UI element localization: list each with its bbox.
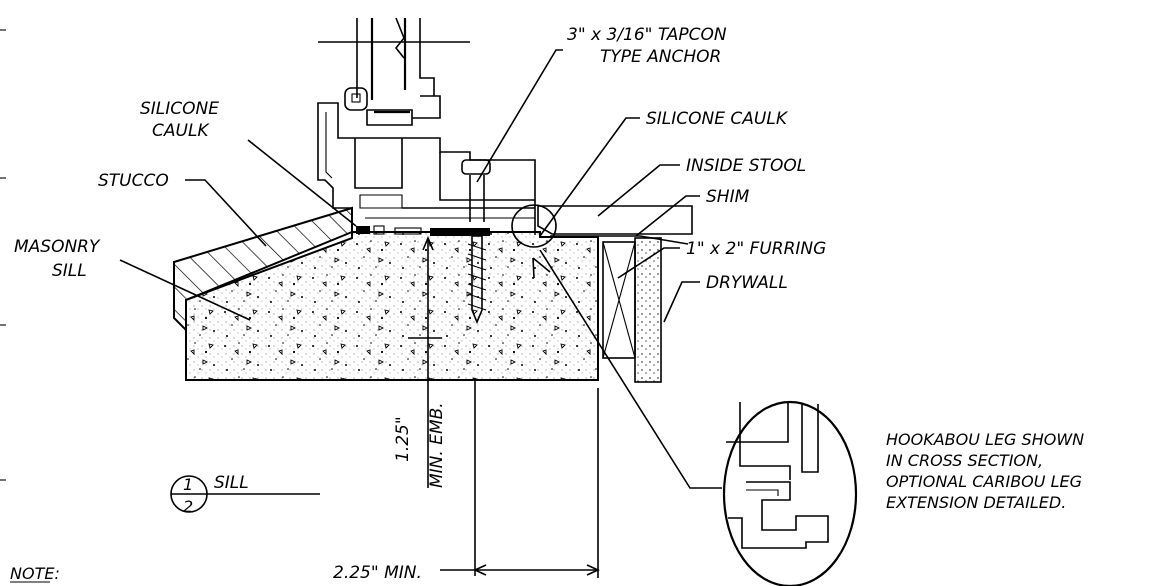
- detail-note-line-4: EXTENSION DETAILED.: [886, 493, 1066, 512]
- section-number-bottom: 2: [183, 497, 193, 516]
- edge-ticks: [0, 29, 6, 481]
- section-marker: [170, 475, 320, 513]
- window-frame: [317, 17, 536, 236]
- leader-lines: [119, 49, 722, 489]
- shim-label: SHIM: [706, 187, 750, 207]
- magnified-detail: [722, 400, 858, 586]
- masonry-sill: [185, 231, 599, 381]
- section-number-top: 1: [183, 475, 193, 494]
- tapcon-label-1: 3" x 3/16" TAPCON: [567, 25, 727, 45]
- furring-label: 1" x 2" FURRING: [686, 239, 826, 259]
- masonry-label-1: MASONRY: [14, 237, 101, 257]
- detail-note-line-3: OPTIONAL CARIBOU LEG: [886, 472, 1082, 491]
- drywall: [634, 237, 662, 383]
- detail-callout-circle: [511, 204, 557, 248]
- embed-center-mark: [408, 235, 600, 578]
- masonry-label-2: SILL: [52, 261, 87, 281]
- furring: [602, 241, 636, 359]
- inside-stool-label: INSIDE STOOL: [686, 156, 806, 176]
- note-label: NOTE:: [10, 564, 60, 583]
- tapcon-anchor: [467, 175, 487, 325]
- embed-dim-label-2: MIN. EMB.: [427, 402, 447, 488]
- stucco-label: STUCCO: [98, 171, 169, 191]
- inside-stool: [537, 205, 693, 245]
- detail-note-line-2: IN CROSS SECTION,: [886, 451, 1043, 470]
- edge-dim-label: 2.25" MIN.: [333, 563, 422, 583]
- detail-note-line-1: HOOKABOU LEG SHOWN: [886, 430, 1084, 449]
- embed-dim-label-1: 1.25": [393, 416, 413, 462]
- section-title: SILL: [214, 473, 249, 493]
- tapcon-label-2: TYPE ANCHOR: [600, 47, 721, 67]
- drywall-label: DRYWALL: [706, 273, 788, 293]
- silicone-caulk-right-label: SILICONE CAULK: [646, 109, 789, 129]
- silicone-caulk-left-label-2: CAULK: [152, 121, 210, 141]
- silicone-caulk-left-label-1: SILICONE: [140, 99, 219, 119]
